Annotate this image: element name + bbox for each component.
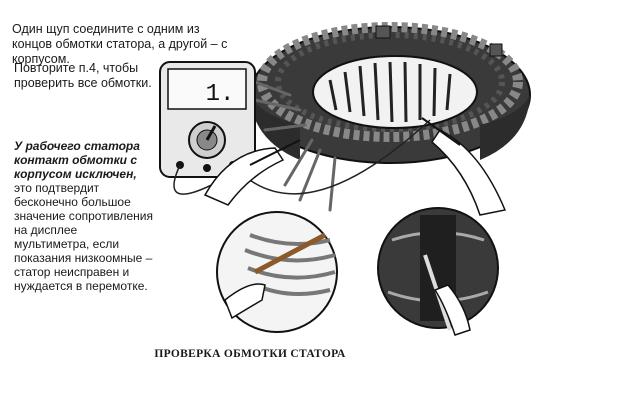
note-bold-text: У рабочего статора контакт обмотки с кор… [14, 139, 140, 181]
instruction-repeat-text: Повторите п.4, чтобы проверить все обмот… [14, 61, 152, 90]
left-hand-probe [203, 139, 301, 206]
note-body-text: это подтвердит бесконечно большое значен… [14, 181, 153, 293]
multimeter-reading: 1. [206, 81, 235, 108]
instruction-step-text: Один щуп соедините с одним из концов обм… [12, 22, 228, 66]
right-hand-probe [421, 117, 507, 216]
figure-caption: ПРОВЕРКА ОБМОТКИ СТАТОРА [154, 348, 346, 360]
stator-core [249, 22, 531, 164]
detail-winding-lead [216, 211, 338, 333]
winding-leads [253, 80, 337, 212]
multimeter-display [167, 68, 247, 110]
detail-stator-body [377, 207, 499, 336]
multimeter: 1. [159, 61, 256, 178]
